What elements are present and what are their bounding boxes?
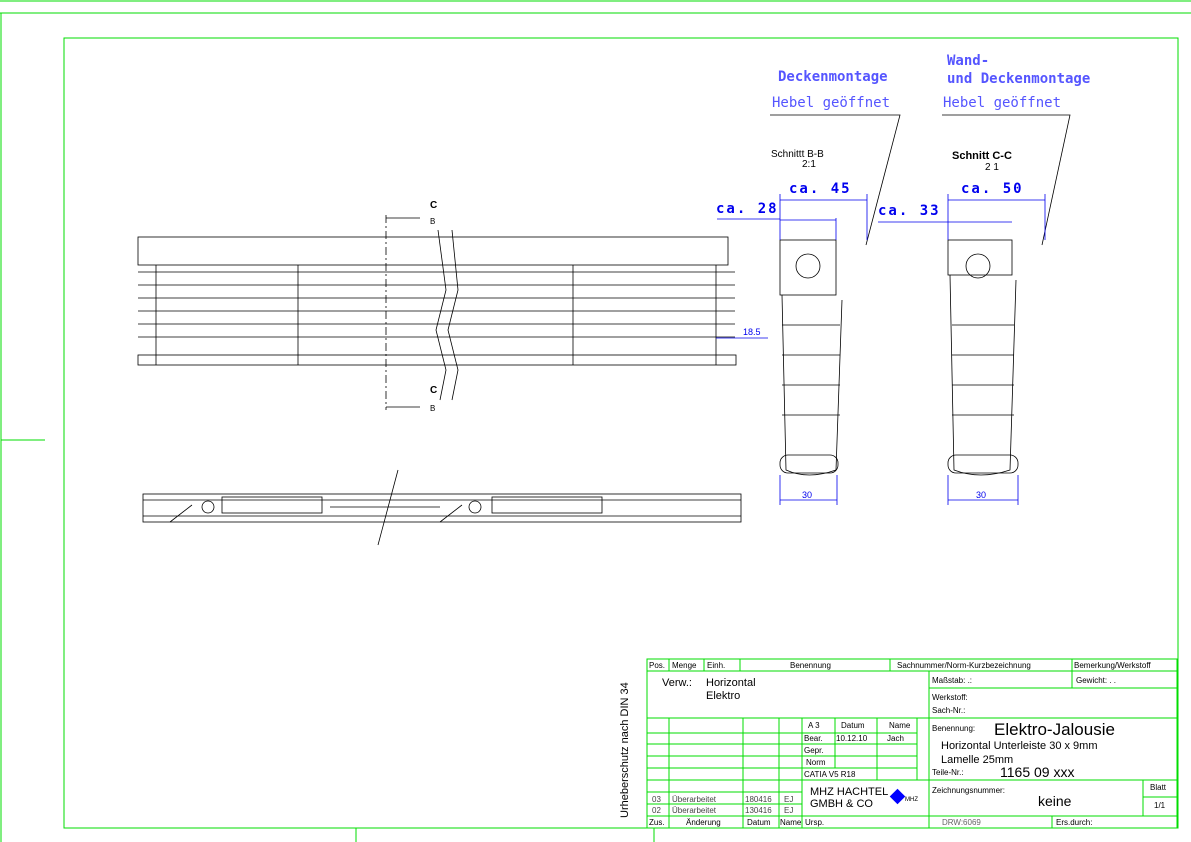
company-name-1: MHZ HACHTEL (810, 786, 889, 798)
sections (770, 114, 1071, 476)
teile-label: Teile-Nr.: (932, 768, 964, 777)
left-section-label: Schnittt B-B (771, 149, 824, 160)
rev-zus: 02 (652, 806, 661, 815)
top-view (142, 469, 742, 546)
blatt-value: 1/1 (1154, 801, 1166, 810)
werkstoff: Werkstoff: (932, 693, 968, 702)
rev-zus: 03 (652, 795, 661, 804)
header-pos: Pos. (649, 661, 666, 670)
copyright-note: Urheberschutz nach DIN 34 (619, 682, 631, 818)
footer-datum: Datum (747, 818, 771, 827)
dim-50: ca. 50 (961, 181, 1024, 197)
header-benennung: Benennung (790, 661, 831, 670)
format: A 3 (808, 721, 820, 730)
left-lever-note: Hebel geöffnet (772, 95, 891, 111)
zeichnung-label: Zeichnungsnummer: (932, 786, 1005, 795)
header-menge: Menge (672, 661, 697, 670)
verw-value-1: Horizontal (706, 677, 756, 689)
gepr-label: Gepr. (804, 746, 824, 755)
bearb-datum: 10.12.10 (836, 734, 868, 743)
footer-ursp: Ursp. (805, 818, 825, 827)
teile-nr: 1165 09 xxx (1000, 764, 1075, 780)
footer-ers: Ers.durch: (1056, 818, 1093, 827)
dim-33: ca. 33 (878, 203, 941, 219)
zeichnung-nr: keine (1038, 793, 1072, 809)
right-view-title-1: Wand- (947, 53, 990, 69)
right-lever-note: Hebel geöffnet (943, 95, 1062, 111)
massstab: Maßstab: .: (932, 676, 973, 685)
right-section-scale: 2 1 (985, 162, 999, 173)
rev-text: Überarbeitet (672, 795, 717, 804)
dim-30-right: 30 (976, 490, 987, 500)
footer-name: Name (780, 818, 802, 827)
cut-b-top: B (430, 217, 436, 226)
cut-c-top: C (430, 200, 438, 211)
logo-text: MHZ (905, 797, 918, 803)
right-view-title-2: und Deckenmontage (947, 71, 1091, 87)
dim-28: ca. 28 (716, 201, 779, 217)
benennung-label: Benennung: (932, 724, 976, 733)
rev-datum: 130416 (745, 806, 772, 815)
left-view-title: Deckenmontage (778, 69, 888, 85)
part-description: Horizontal Unterleiste 30 x 9mm (941, 740, 1098, 752)
cad-system: CATIA V5 R18 (804, 770, 856, 779)
footer-aenderung: Änderung (686, 818, 721, 827)
footer-zus: Zus. (649, 818, 665, 827)
blatt-label: Blatt (1150, 783, 1167, 792)
norm-label: Norm (806, 758, 826, 767)
dim-45: ca. 45 (789, 181, 852, 197)
front-view (137, 215, 737, 410)
dim-30-left: 30 (802, 490, 813, 500)
rev-name: EJ (784, 806, 794, 815)
header-bemerkung: Bemerkung/Werkstoff (1074, 661, 1151, 670)
verw-label: Verw.: (662, 677, 692, 689)
header-sachnummer: Sachnummer/Norm-Kurzbezeichnung (897, 661, 1031, 670)
cut-c-bottom: C (430, 385, 438, 396)
cut-b-bottom: B (430, 404, 436, 413)
datum-header: Datum (841, 721, 865, 730)
right-section-label: Schnitt C-C (952, 150, 1012, 162)
dimension-lines (716, 194, 1046, 505)
bearb-label: Bear. (804, 734, 823, 743)
part-title: Elektro-Jalousie (994, 720, 1115, 739)
verw-value-2: Elektro (706, 690, 741, 702)
gewicht: Gewicht: . . (1076, 676, 1117, 685)
company-name-2: GMBH & CO (810, 798, 873, 810)
rev-name: EJ (784, 795, 794, 804)
bearb-name: Jach (887, 734, 904, 743)
rev-text: Überarbeitet (672, 806, 717, 815)
dim-18-5: 18.5 (743, 327, 761, 337)
left-section-scale: 2:1 (802, 159, 816, 170)
header-einh: Einh. (707, 661, 726, 670)
footer-drw: DRW:6069 (942, 818, 981, 827)
sach-nr: Sach-Nr.: (932, 706, 966, 715)
rev-datum: 180416 (745, 795, 772, 804)
name-header: Name (889, 721, 911, 730)
part-lamella: Lamelle 25mm (941, 754, 1014, 766)
